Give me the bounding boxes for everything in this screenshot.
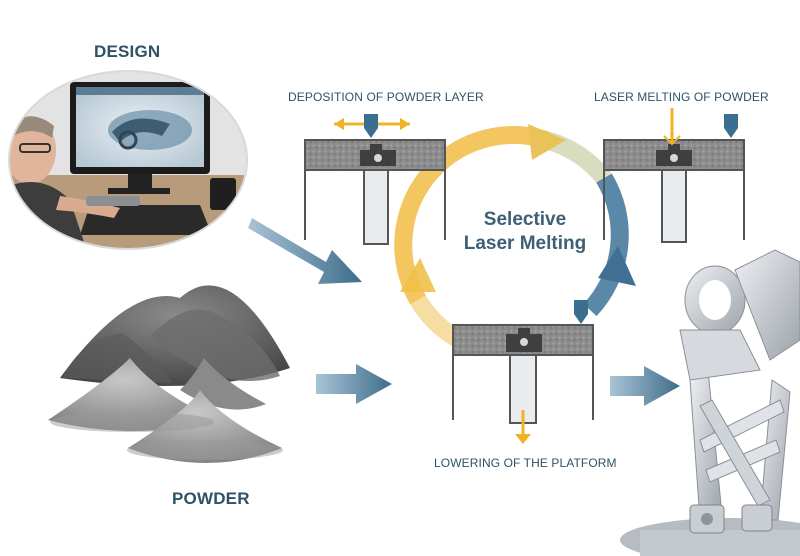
slm-cycle-ring (394, 124, 636, 355)
process-to-part-arrow (610, 366, 680, 406)
cycle-title-line1: Selective (483, 209, 567, 230)
powder-piles (48, 285, 290, 463)
machine-lowering (452, 300, 594, 444)
powder-label: POWDER (172, 489, 250, 508)
machine-laser-melting (603, 108, 745, 243)
lowering-label: LOWERING OF THE PLATFORM (434, 456, 617, 470)
design-label: DESIGN (94, 42, 161, 61)
machine-deposition (304, 114, 446, 245)
printed-part (620, 249, 800, 556)
design-photo (8, 70, 248, 250)
cycle-title-line2: Laser Melting (463, 233, 587, 254)
powder-to-process-arrow (316, 364, 392, 404)
cycle-title: Selective Laser Melting (440, 208, 610, 256)
deposition-label: DEPOSITION OF POWDER LAYER (288, 90, 484, 104)
design-to-process-arrow (248, 218, 362, 284)
laser-melting-label: LASER MELTING OF POWDER (594, 90, 769, 104)
